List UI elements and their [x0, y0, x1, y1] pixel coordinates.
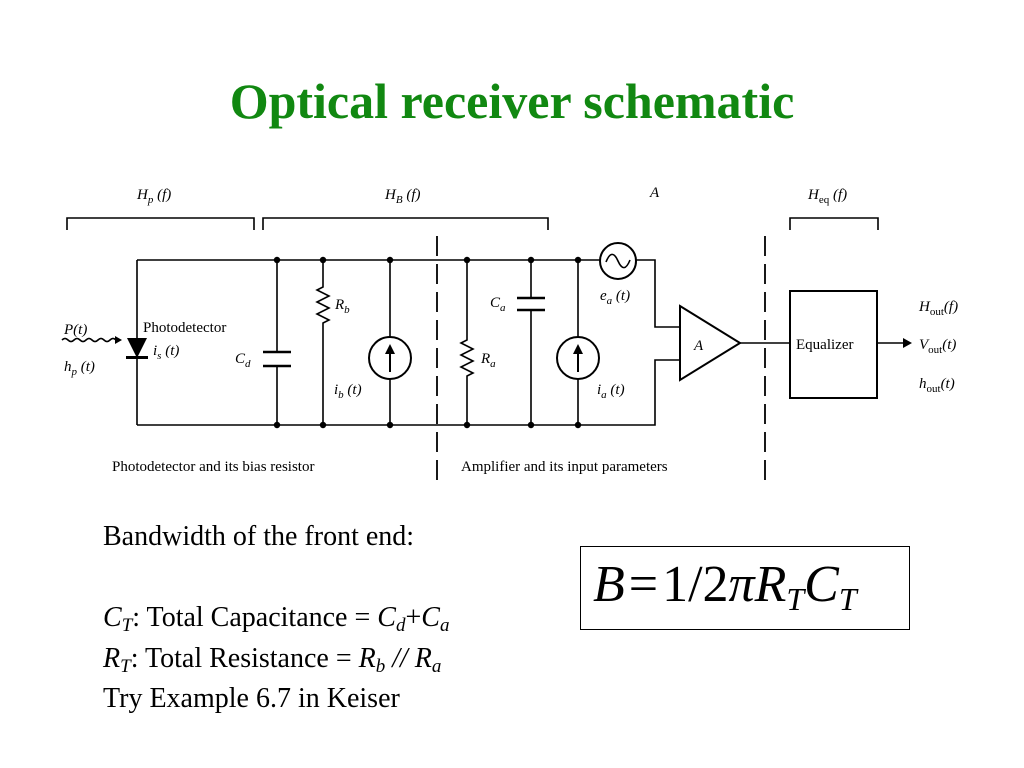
- photodiode-bar: [126, 356, 148, 359]
- ca-plates: [517, 296, 545, 312]
- cd-plates: [263, 350, 291, 368]
- section-label-right: Amplifier and its input parameters: [461, 459, 668, 475]
- label-ia: ia (t): [597, 382, 625, 401]
- blank-line: [103, 558, 449, 599]
- label-vout: Vout(t): [919, 337, 956, 356]
- ea-sine: [605, 253, 631, 269]
- ia-arrow-icon: [573, 344, 583, 354]
- label-hout: Hout(f): [918, 299, 958, 318]
- total-resistance-line: RT: Total Resistance = Rb // Ra: [103, 642, 442, 677]
- slide-title: Optical receiver schematic: [229, 73, 795, 129]
- junction-dots: [273, 256, 582, 429]
- label-hout-t: hout(t): [919, 376, 955, 395]
- ea-source: [599, 242, 637, 280]
- photodiode-icon: [127, 338, 147, 358]
- label-ra: Ra: [480, 351, 496, 370]
- wires: [61, 217, 903, 482]
- equalizer-box: [789, 290, 878, 399]
- output-arrow-head: [903, 338, 912, 348]
- label-amp: A: [693, 338, 704, 354]
- label-power: P(t): [63, 322, 87, 338]
- amplifier-triangle: [679, 304, 742, 382]
- light-input-wave: [61, 337, 117, 343]
- top-rail: [137, 259, 680, 328]
- bracket-hb: [262, 217, 549, 230]
- bracket-heq: [789, 217, 879, 230]
- rb-resistor: [315, 260, 331, 425]
- example-line: Try Example 6.7 in Keiser: [103, 683, 400, 714]
- ib-source: [368, 336, 412, 380]
- notes-block: Bandwidth of the front end: CT: Total Ca…: [103, 517, 449, 720]
- label-amp-bracket: A: [649, 185, 660, 201]
- label-ib: ib (t): [334, 382, 362, 401]
- ra-resistor: [459, 260, 475, 425]
- bracket-hp: [66, 217, 255, 230]
- label-is: is (t): [153, 343, 179, 362]
- bandwidth-line: Bandwidth of the front end:: [103, 521, 415, 552]
- light-arrow-head: [115, 336, 122, 344]
- label-ca: Ca: [490, 295, 506, 314]
- ib-arrow-icon: [385, 344, 395, 354]
- bandwidth-formula: B=1/2πRTCT: [580, 546, 910, 630]
- label-hb: HB (f): [384, 187, 421, 206]
- label-rb: Rb: [334, 297, 350, 316]
- label-heq: Heq (f): [807, 187, 847, 206]
- bottom-rail: [137, 359, 680, 426]
- label-equalizer: Equalizer: [796, 337, 853, 353]
- label-photodetector: Photodetector: [143, 320, 226, 336]
- label-cd: Cd: [235, 351, 251, 370]
- ia-source: [556, 336, 600, 380]
- section-label-left: Photodetector and its bias resistor: [112, 459, 314, 475]
- label-ea: ea (t): [600, 288, 630, 307]
- label-hp-t: hp (t): [64, 359, 95, 378]
- total-capacitance-line: CT: Total Capacitance = Cd+Ca: [103, 602, 450, 636]
- label-hp: Hp (f): [136, 187, 171, 206]
